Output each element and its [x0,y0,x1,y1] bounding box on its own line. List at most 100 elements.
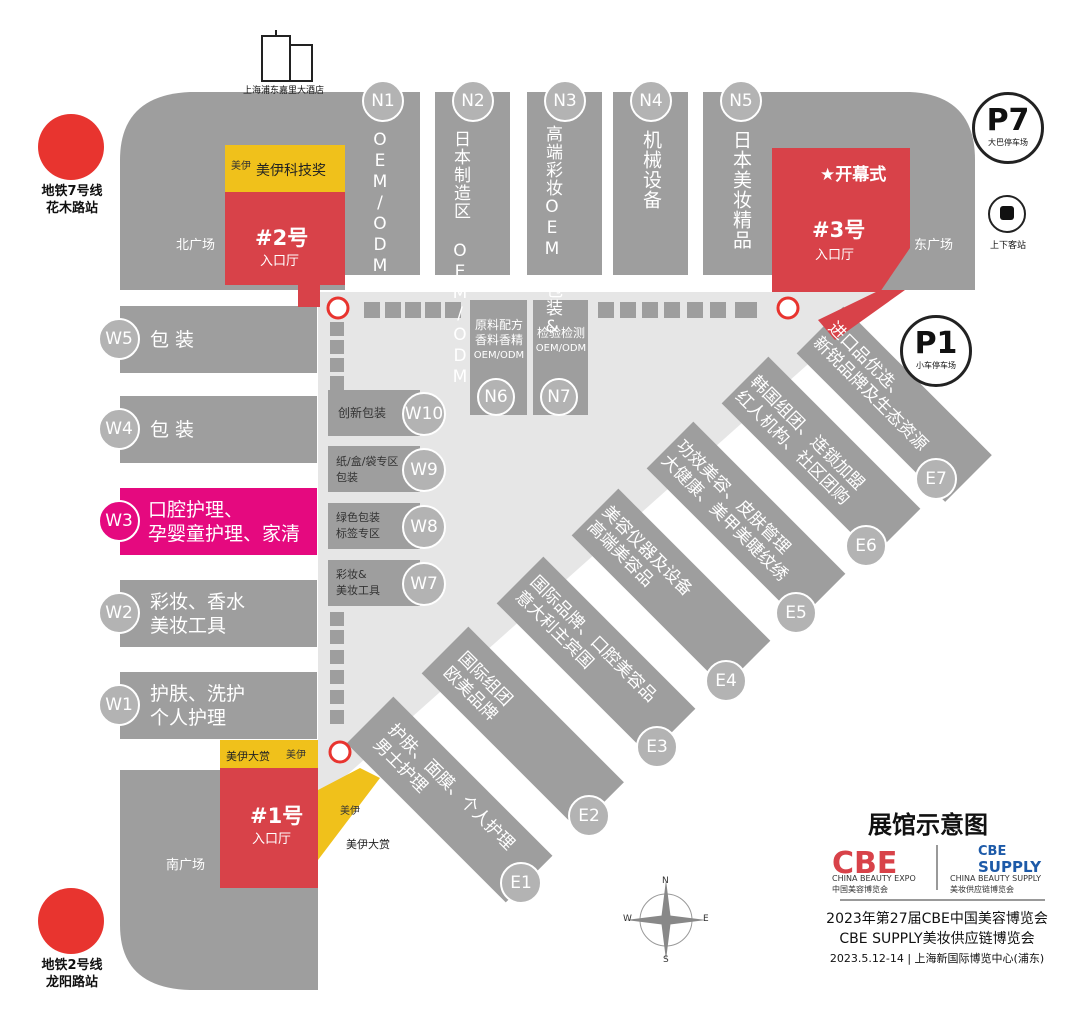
hall-n4-badge: N4 [630,80,672,122]
event-line-2: CBE SUPPLY美妆供应链博览会 [839,931,1035,947]
hall-n2[interactable] [435,92,510,275]
hall-e6[interactable] [721,356,921,556]
meiyi-logo: 美伊 [286,750,306,761]
hall-w5[interactable] [120,306,317,373]
hall-n3[interactable] [527,92,602,275]
hall-w8-text: 绿色包装标签专区 [336,511,380,540]
hall-e1[interactable] [346,696,553,903]
hall-n1[interactable] [345,92,420,275]
hall-n5[interactable] [703,92,778,275]
hall-n5-badge: N5 [720,80,762,122]
hall-e5-badge: E5 [775,592,817,634]
hall-w2-badge: W2 [98,592,140,634]
cbe-en: CHINA BEAUTY EXPO [832,874,916,883]
meiyi-logo: 美伊 [340,806,360,817]
event-line-3: 2023.5.12-14 | 上海新国际博览中心(浦东) [829,952,1045,965]
entrance-2-number: #2号 [255,226,309,250]
hall-w1[interactable] [120,672,317,739]
hall-n6-badge: N6 [477,378,515,416]
east-plaza-label: 东广场 [914,238,954,253]
compass-north: N [662,876,669,886]
event-line-1: 2023年第27届CBE中国美容博览会 [826,911,1048,927]
hall-n1-badge: N1 [362,80,404,122]
hall-n2-text: 日本制造区 OEM/ODM [450,130,470,388]
hotel-icon [261,30,313,82]
bus-stop-markers [326,296,800,764]
entrance-1-name: 入口厅 [252,832,292,847]
hall-e6-badge: E6 [845,525,887,567]
supply-en: CHINA BEAUTY SUPPLY [950,874,1042,883]
opening-ceremony-label: ★开幕式 [820,165,887,185]
metro-2-label: 地铁2号线龙阳路站 [41,958,103,990]
entrance-3-hall[interactable] [772,148,910,292]
entrance-1-hall[interactable] [220,768,318,888]
hall-n4-text: 机械设备 [640,130,662,210]
supply-cn: 美妆供应链博览会 [950,885,1014,894]
meiyi-logo: 美伊 [231,161,251,172]
hall-w7-text: 彩妆&美妆工具 [336,568,380,597]
hall-w1-badge: W1 [98,684,140,726]
hall-n2-badge: N2 [452,80,494,122]
parking-p1[interactable]: P1 小车停车场 [900,315,972,387]
compass-south: S [663,955,669,965]
hall-w3-text: 口腔护理、孕婴童护理、家清 [148,499,301,545]
entrance-1-number: #1号 [250,804,304,828]
hall-w9-badge: W9 [402,448,446,492]
hall-n3-badge: N3 [544,80,586,122]
north-plaza-label: 北广场 [176,238,216,253]
award-grand-corner [318,768,380,860]
bus-icon [988,195,1026,233]
entrance-2-hall[interactable] [225,192,345,285]
hall-w4[interactable] [120,396,317,463]
hotel-label: 上海浦东嘉里大酒店 [243,86,325,96]
compass-west: W [623,914,632,924]
award-grand-bottom-label: 美伊大赏 [346,838,390,851]
compass-rose [626,880,706,960]
hall-w9-text: 纸/盒/袋专区包装 [336,455,399,484]
hall-w3-badge: W3 [98,500,140,542]
hall-e1-badge: E1 [500,862,542,904]
hall-w4-text: 包 装 [150,419,195,441]
hall-n4[interactable] [613,92,688,275]
supply-logo-top: CBE [978,844,1007,859]
hall-w5-text: 包 装 [150,329,195,351]
hall-w10-text: 创新包装 [338,406,387,420]
entrance-2-name: 入口厅 [260,254,300,269]
hall-e3[interactable] [496,556,696,756]
supply-logo-bottom: SUPPLY [978,858,1042,876]
small-booths [330,302,757,724]
legend-title: 展馆示意图 [868,811,988,839]
entrance-3-link [818,290,905,340]
award-grand-banner [220,740,318,768]
award-grand-left-label: 美伊大赏 [226,750,270,763]
hall-e2-badge: E2 [568,795,610,837]
hall-n5-text: 日本美妆精品 [730,130,752,250]
entrance-3-name: 入口厅 [815,248,855,263]
hall-e4-badge: E4 [705,660,747,702]
hall-n1-text: OEM/ODM [370,130,390,277]
cbe-logo: CBE [832,846,898,881]
hall-w3[interactable] [120,488,317,555]
award-tech-banner [225,145,345,192]
bus-stop-label: 上下客站 [990,241,1027,251]
east-halls [346,306,992,903]
hall-e2[interactable] [421,626,624,829]
parking-p7[interactable]: P7 大巴停车场 [972,92,1044,164]
hall-e4[interactable] [571,488,771,688]
entrance-2-link [298,285,320,307]
hall-e7-badge: E7 [915,458,957,500]
metro-icon [38,888,104,954]
hall-e5[interactable] [646,421,846,621]
hall-w2[interactable] [120,580,317,647]
hall-e7[interactable] [796,306,992,502]
metro-icon [38,114,104,180]
hall-w8-badge: W8 [402,505,446,549]
hall-w1-text: 护肤、洗护个人护理 [150,683,246,729]
entrance-3-number: #3号 [812,218,866,242]
hall-w5-badge: W5 [98,318,140,360]
award-tech-label: 美伊科技奖 [256,163,326,179]
cbe-cn: 中国美容博览会 [832,885,888,894]
